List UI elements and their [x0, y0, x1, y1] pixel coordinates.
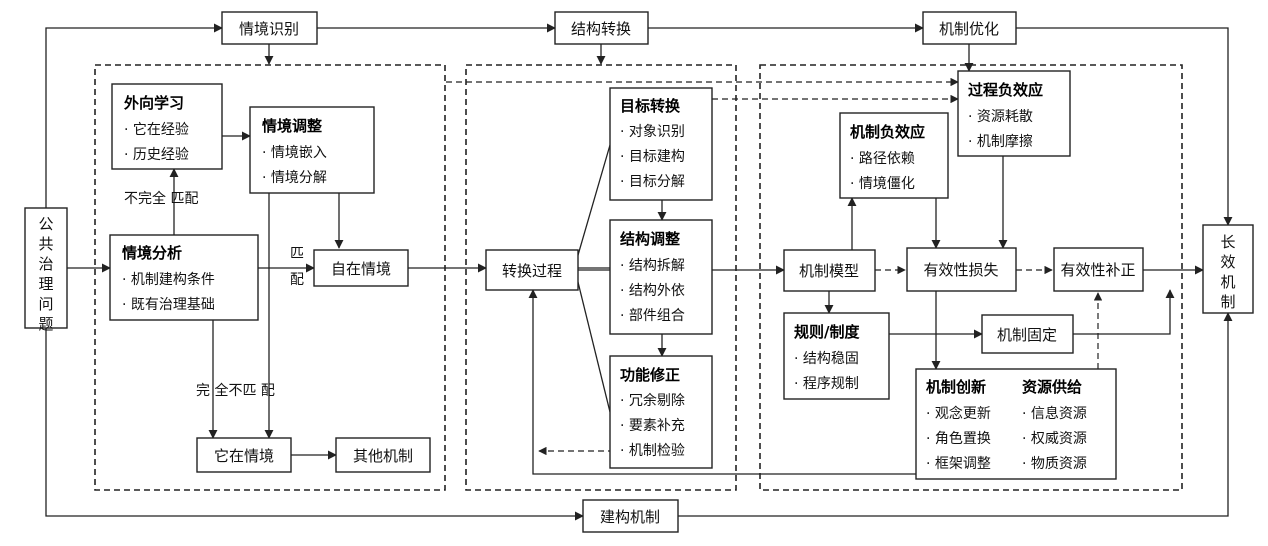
innovation-item-1: · 观念更新 [926, 405, 991, 422]
goal-transform-item-3: · 目标分解 [620, 174, 685, 190]
edge-process-to-function [575, 273, 611, 413]
mechanism-optimize-label: 机制优化 [939, 20, 999, 38]
edge-innovation-to-process [528, 289, 916, 475]
other-mechanism-box [335, 437, 431, 473]
resource-title: 资源供给 [1022, 378, 1082, 396]
situation-analysis-item-1: · 机制建构条件 [122, 271, 215, 288]
situation-adjust-title: 情境调整 [262, 117, 322, 135]
long-term-box [1202, 224, 1254, 314]
long-term-text: 长效机制 [1220, 233, 1235, 311]
other-situation-box [196, 437, 292, 473]
rules-item-1: · 结构稳固 [794, 351, 859, 367]
external-learning-title: 外向学习 [123, 94, 184, 112]
edge-optimize-to-longterm [1016, 27, 1233, 226]
resource-item-3: · 物质资源 [1022, 456, 1087, 472]
build-mechanism-label: 建构机制 [600, 508, 660, 526]
edge-issue-to-identify [45, 23, 223, 208]
process-negative-item-1: · 资源耗散 [968, 109, 1033, 125]
self-situation-label: 自在情境 [331, 260, 391, 278]
label-match: 匹配 [290, 246, 304, 288]
mechanism-model-box [783, 249, 876, 292]
structure-transform-label: 结构转换 [571, 20, 631, 38]
mechanism-negative-item-1: · 路径依赖 [850, 151, 915, 167]
situation-analysis-box [109, 234, 259, 321]
rules-title: 规则/制度 [794, 323, 860, 341]
transform-process-box [485, 249, 579, 291]
external-learning-item-2: · 历史经验 [124, 147, 189, 163]
mechanism-negative-title: 机制负效应 [850, 123, 925, 141]
innovation-title: 机制创新 [926, 378, 986, 396]
edge-process-to-goal [575, 144, 611, 263]
effect-loss-label: 有效性损失 [923, 261, 998, 279]
structure-adjust-item-2: · 结构外依 [620, 283, 685, 299]
situation-identify-box [221, 11, 318, 45]
structure-adjust-title: 结构调整 [620, 230, 680, 248]
goal-transform-box [609, 87, 713, 201]
goal-transform-title: 目标转换 [620, 97, 681, 115]
rules-box [783, 312, 890, 400]
structure-adjust-item-3: · 部件组合 [620, 308, 685, 324]
mechanism-negative-box [839, 112, 949, 199]
mechanism-model-label: 机制模型 [799, 262, 859, 280]
label-no-match: 完 全不匹 配 [196, 382, 275, 399]
process-negative-item-2: · 机制摩擦 [968, 133, 1033, 150]
rules-item-2: · 程序规制 [794, 376, 859, 392]
goal-transform-item-1: · 对象识别 [620, 124, 685, 140]
transform-process-label: 转换过程 [502, 262, 562, 280]
edge-fixed-to-longterm [1073, 289, 1175, 335]
function-fix-item-3: · 机制检验 [620, 443, 685, 459]
effect-fix-box [1053, 247, 1144, 292]
mechanism-negative-item-2: · 情境僵化 [850, 176, 915, 192]
public-issue-text: 公共治理问题 [38, 215, 53, 333]
situation-frame [94, 64, 446, 491]
build-mechanism-box [582, 499, 679, 533]
external-learning-item-1: · 它在经验 [124, 121, 189, 138]
other-mechanism-label: 其他机制 [353, 447, 413, 465]
innovation-item-3: · 框架调整 [926, 456, 991, 472]
other-situation-label: 它在情境 [214, 447, 274, 465]
situation-analysis-item-2: · 既有治理基础 [122, 296, 215, 313]
innovation-item-2: · 角色置换 [926, 430, 991, 447]
situation-adjust-item-1: · 情境嵌入 [262, 145, 327, 161]
innovation-resource-box [915, 368, 1117, 480]
goal-transform-item-2: · 目标建构 [620, 149, 685, 165]
mechanism-fixed-box [981, 314, 1074, 354]
function-fix-item-1: · 冗余剔除 [620, 392, 685, 409]
structure-adjust-box [609, 219, 713, 335]
resource-item-2: · 权威资源 [1022, 431, 1087, 447]
effect-loss-box [906, 247, 1017, 292]
situation-analysis-title: 情境分析 [122, 244, 182, 262]
situation-adjust-item-2: · 情境分解 [262, 170, 327, 186]
edge-issue-to-build [45, 328, 584, 521]
structure-transform-box [554, 11, 649, 45]
function-fix-title: 功能修正 [620, 366, 680, 384]
process-negative-box [957, 70, 1071, 157]
situation-adjust-box [249, 106, 375, 194]
situation-identify-label: 情境识别 [239, 20, 299, 38]
function-fix-item-2: · 要素补充 [620, 418, 685, 434]
process-negative-title: 过程负效应 [968, 81, 1043, 99]
transform-frame [465, 64, 737, 491]
mechanism-optimize-box [922, 11, 1017, 45]
resource-item-1: · 信息资源 [1022, 405, 1087, 422]
edge-build-to-longterm [678, 312, 1233, 517]
mechanism-fixed-label: 机制固定 [997, 326, 1057, 344]
label-incomplete-match: 不完全 匹配 [124, 190, 198, 207]
effect-fix-label: 有效性补正 [1060, 261, 1135, 279]
self-situation-box [313, 249, 409, 287]
external-learning-box [111, 83, 223, 170]
function-fix-box [609, 355, 713, 469]
structure-adjust-item-1: · 结构拆解 [620, 258, 685, 274]
public-issue-box [24, 207, 68, 329]
